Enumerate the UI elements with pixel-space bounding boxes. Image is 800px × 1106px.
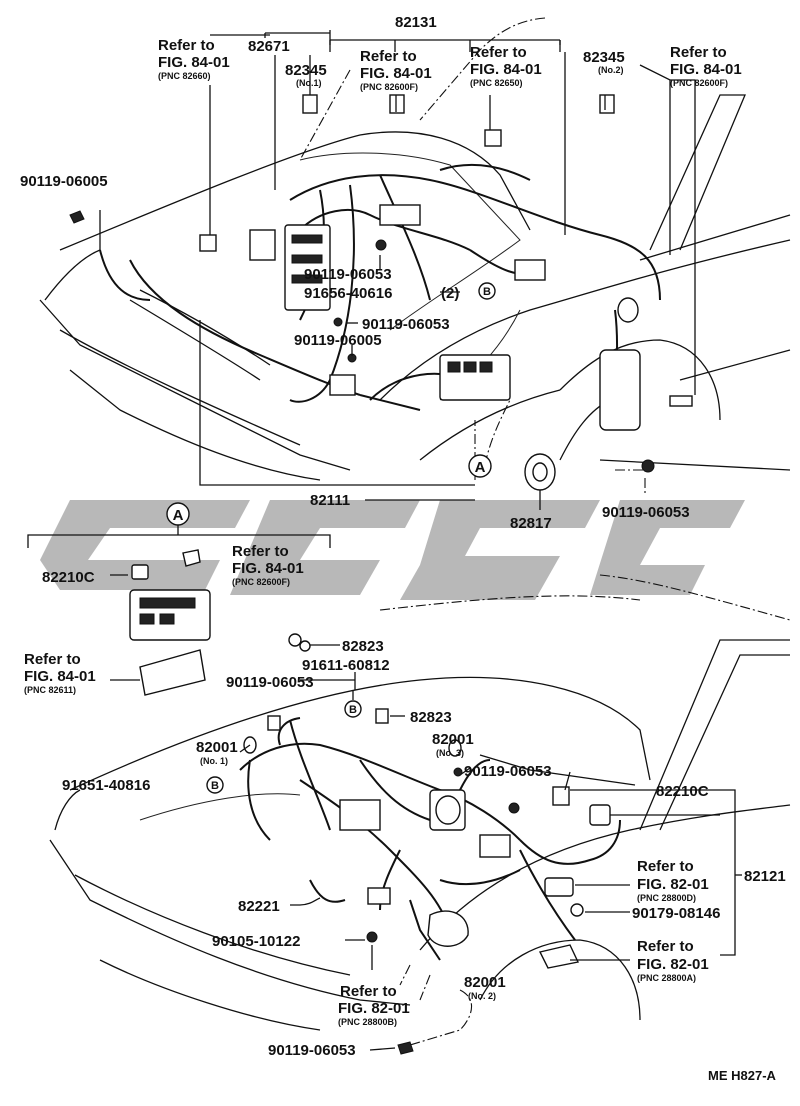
marker-a-detail: A [166, 502, 190, 526]
labels-lower: 82210C Refer to FIG. 84-01 (PNC 82600F) … [24, 543, 786, 1083]
refer-6-line2: FIG. 84-01 [24, 668, 96, 685]
refer-1-line2: FIG. 84-01 [158, 54, 230, 71]
bracket-a-detail [27, 525, 331, 696]
refer-8-line2: FIG. 82-01 [637, 956, 709, 973]
label-82001-no3: 82001 [432, 731, 474, 748]
label-90119-06053-f: 90119-06053 [268, 1042, 356, 1059]
refer-5-line1: Refer to [232, 543, 289, 560]
label-91656-qty: (2) [441, 285, 459, 302]
lower-leader-lines [210, 644, 742, 1051]
label-82345-no2: 82345 [583, 49, 625, 66]
marker-b-lower2: B [206, 776, 224, 794]
label-82671: 82671 [248, 38, 290, 55]
refer-1-line1: Refer to [158, 37, 215, 54]
marker-b-text: B [483, 286, 491, 298]
label-90119-06005-a: 90119-06005 [20, 173, 108, 190]
marker-b-lower1: B [344, 700, 362, 718]
refer-2-line3: (PNC 82600F) [360, 82, 418, 92]
marker-a-detail-text: A [173, 507, 184, 524]
label-90119-06053-e: 90119-06053 [464, 763, 552, 780]
label-82817: 82817 [510, 515, 552, 532]
label-82210c-a: 82210C [42, 569, 95, 586]
refer-6-line3: (PNC 82611) [24, 685, 76, 695]
refer-1-line3: (PNC 82660) [158, 71, 211, 81]
label-82111: 82111 [310, 492, 350, 509]
refer-8-line3: (PNC 28800A) [637, 973, 696, 983]
refer-6-line1: Refer to [24, 651, 81, 668]
label-82823-a: 82823 [342, 638, 384, 655]
label-82823-b: 82823 [410, 709, 452, 726]
refer-9-line3: (PNC 28800B) [338, 1017, 397, 1027]
refer-9-line1: Refer to [340, 983, 397, 1000]
watermark-logo [40, 500, 745, 600]
upper-components [69, 94, 693, 491]
label-82221: 82221 [238, 898, 280, 915]
refer-5-line3: (PNC 82600F) [232, 577, 290, 587]
label-82131: 82131 [395, 14, 437, 31]
refer-9-line2: FIG. 82-01 [338, 1000, 410, 1017]
refer-7-line1: Refer to [637, 858, 694, 875]
lower-car-body [49, 574, 791, 1031]
diagram-code: ME H827-A [708, 1068, 777, 1083]
label-82345-no2-sub: (No.2) [598, 65, 624, 75]
refer-3-line2: FIG. 84-01 [470, 61, 542, 78]
label-90119-06005-b: 90119-06005 [294, 332, 382, 349]
refer-8-line1: Refer to [637, 938, 694, 955]
refer-3-line3: (PNC 82650) [470, 78, 523, 88]
label-90119-06053-a: 90119-06053 [304, 266, 392, 283]
upper-car-body [39, 94, 791, 481]
refer-3-line1: Refer to [470, 44, 527, 61]
label-90119-06053-c: 90119-06053 [602, 504, 690, 521]
refer-4-line2: FIG. 84-01 [670, 61, 742, 78]
refer-4-line1: Refer to [670, 44, 727, 61]
label-82001-no1: 82001 [196, 739, 238, 756]
label-90179-08146: 90179-08146 [632, 905, 720, 922]
label-82210c-b: 82210C [656, 783, 709, 800]
label-82121: 82121 [744, 868, 786, 885]
label-91611-60812: 91611-60812 [302, 657, 390, 674]
lower-wire-harness [239, 717, 621, 961]
refer-2-line1: Refer to [360, 48, 417, 65]
label-91651-40816: 91651-40816 [62, 777, 150, 794]
upper-leader-lines [99, 17, 696, 510]
marker-a-upper: A [468, 454, 492, 478]
marker-b-lower1-text: B [349, 704, 357, 716]
lower-components [243, 633, 611, 1055]
refer-7-line3: (PNC 28800D) [637, 893, 696, 903]
label-91656-40616: 91656-40616 [304, 285, 392, 302]
label-90119-06053-b: 90119-06053 [362, 316, 450, 333]
label-82001-no2: 82001 [464, 974, 506, 991]
label-82345-no1-sub: (No.1) [296, 78, 322, 88]
marker-b-lower2-text: B [211, 780, 219, 792]
label-82001-no3-sub: (No. 3) [436, 748, 464, 758]
marker-b-upper: B [478, 282, 496, 300]
label-82001-no2-sub: (No. 2) [468, 991, 496, 1001]
labels-upper: 82131 Refer to FIG. 84-01 (PNC 82660) 82… [20, 14, 742, 532]
marker-a-text: A [475, 459, 486, 476]
refer-5-line2: FIG. 84-01 [232, 560, 304, 577]
label-90105-10122: 90105-10122 [212, 933, 300, 950]
refer-2-line2: FIG. 84-01 [360, 65, 432, 82]
refer-7-line2: FIG. 82-01 [637, 876, 709, 893]
label-90119-06053-d: 90119-06053 [226, 674, 314, 691]
label-82001-no1-sub: (No. 1) [200, 756, 228, 766]
label-82345-no1: 82345 [285, 62, 327, 79]
refer-4-line3: (PNC 82600F) [670, 78, 728, 88]
